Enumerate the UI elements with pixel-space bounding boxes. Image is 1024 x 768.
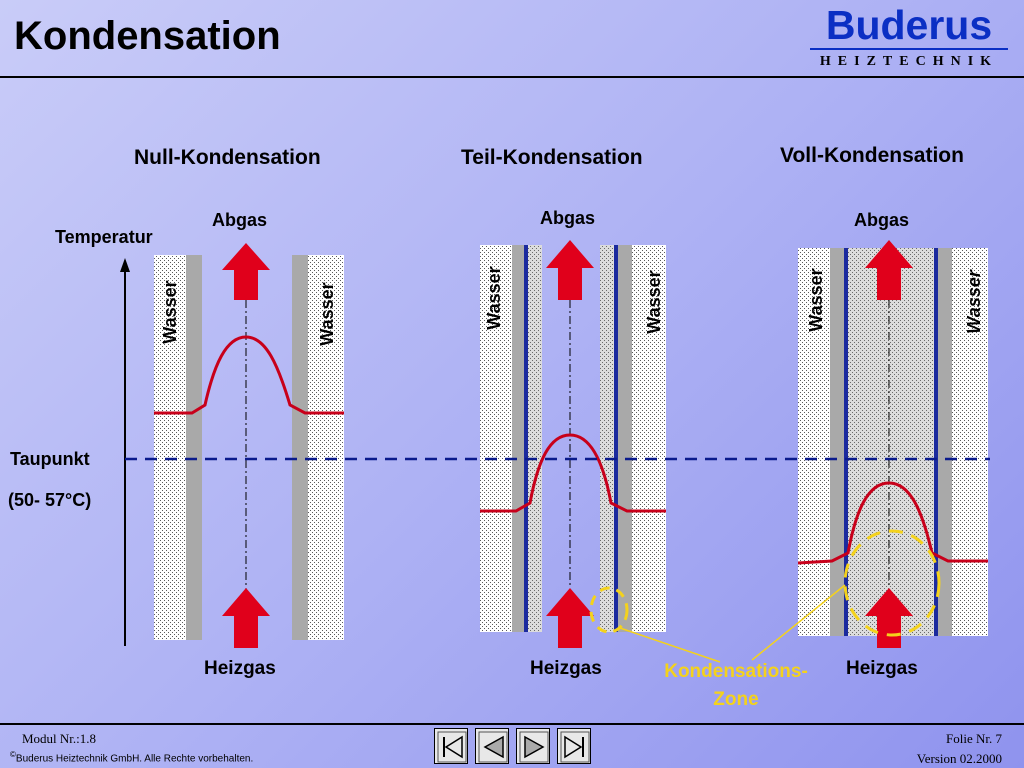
tube-edge-left xyxy=(524,245,528,632)
tube-edge-right xyxy=(934,248,938,636)
copyright: ©Buderus Heiztechnik GmbH. Alle Rechte v… xyxy=(10,750,253,764)
condensation-zone-marker xyxy=(589,586,629,634)
abgas-arrow xyxy=(865,240,913,300)
wasser-label: Wasser xyxy=(160,280,180,343)
header-divider xyxy=(0,76,1024,78)
page-title: Kondensation xyxy=(14,14,281,58)
condensation-zone-label: Kondensations- Zone xyxy=(646,658,826,714)
zone-leader-right xyxy=(751,584,846,661)
wasser-label: Wasser xyxy=(317,282,337,345)
temperature-axis xyxy=(120,258,130,646)
last-slide-icon xyxy=(560,731,590,763)
heading-voll-kondensation: Voll-Kondensation xyxy=(780,144,964,167)
temperature-curve xyxy=(154,335,344,415)
abgas-label: Abgas xyxy=(212,210,268,230)
zone-leader-left xyxy=(619,627,721,663)
heizgas-arrow xyxy=(222,588,270,648)
dewpoint-range-label: (50- 57°C) xyxy=(8,490,92,510)
water-wall-left xyxy=(798,248,830,636)
steel-wall-right xyxy=(938,248,952,636)
copyright-symbol: © xyxy=(10,750,16,759)
tube-edge-right xyxy=(614,245,618,632)
abgas-arrow xyxy=(222,243,270,300)
temperature-curve xyxy=(797,481,988,565)
slide-number: Folie Nr. 7 xyxy=(946,731,1002,746)
logo-subtitle: HEIZTECHNIK xyxy=(819,54,999,69)
water-wall-left xyxy=(480,245,512,632)
wasser-label: Wasser xyxy=(806,268,826,331)
first-slide-icon xyxy=(437,731,467,763)
heizgas-arrow xyxy=(546,588,594,648)
abgas-label: Abgas xyxy=(540,208,596,228)
previous-slide-icon xyxy=(478,731,508,763)
heizgas-label: Heizgas xyxy=(204,658,276,679)
condensation-zone-marker xyxy=(843,529,941,637)
heading-null-kondensation: Null-Kondensation xyxy=(134,146,321,169)
next-slide-button[interactable] xyxy=(516,728,550,764)
abgas-arrow xyxy=(546,240,594,300)
steel-wall-left xyxy=(830,248,844,636)
wasser-label: Wasser xyxy=(484,266,504,329)
heading-teil-kondensation: Teil-Kondensation xyxy=(461,146,643,169)
water-wall-right xyxy=(632,245,666,632)
tube-edge-left xyxy=(844,248,848,636)
version-label: Version 02.2000 xyxy=(916,751,1002,766)
abgas-label: Abgas xyxy=(854,210,910,230)
logo-wordmark: Buderus xyxy=(825,2,993,48)
steel-wall-left xyxy=(512,245,524,632)
wasser-label: Wasser xyxy=(964,269,984,334)
copyright-text: Buderus Heiztechnik GmbH. Alle Rechte vo… xyxy=(15,753,254,765)
column-teil-kondensation xyxy=(480,240,666,648)
temperature-axis-label: Temperatur xyxy=(55,227,153,247)
steel-wall-right xyxy=(292,255,308,640)
wasser-label: Wasser xyxy=(644,270,664,333)
buderus-logo: Buderus HEIZTECHNIK xyxy=(808,2,1010,74)
temperature-curve xyxy=(480,433,666,513)
zone-label-line1: Kondensations- xyxy=(664,661,808,682)
previous-slide-button[interactable] xyxy=(475,728,509,764)
steel-wall-right xyxy=(618,245,632,632)
zone-label-line2: Zone xyxy=(713,689,759,710)
first-slide-button[interactable] xyxy=(434,728,468,764)
water-wall-left xyxy=(154,255,186,640)
module-number: Modul Nr.:1.8 xyxy=(22,731,97,746)
water-wall-right xyxy=(308,255,344,640)
condensate-film-right xyxy=(600,245,614,632)
logo-underline xyxy=(810,48,1008,50)
steel-wall-left xyxy=(186,255,202,640)
last-slide-button[interactable] xyxy=(557,728,591,764)
water-wall-right xyxy=(952,248,988,636)
dewpoint-label: Taupunkt xyxy=(10,449,90,469)
heizgas-label: Heizgas xyxy=(530,658,602,679)
next-slide-icon xyxy=(519,731,549,763)
column-null-kondensation xyxy=(154,243,344,648)
condensate-film-left xyxy=(528,245,542,632)
column-voll-kondensation xyxy=(797,240,988,648)
condensate-core xyxy=(848,248,934,636)
footer-divider xyxy=(0,723,1024,725)
heizgas-label: Heizgas xyxy=(846,658,918,679)
